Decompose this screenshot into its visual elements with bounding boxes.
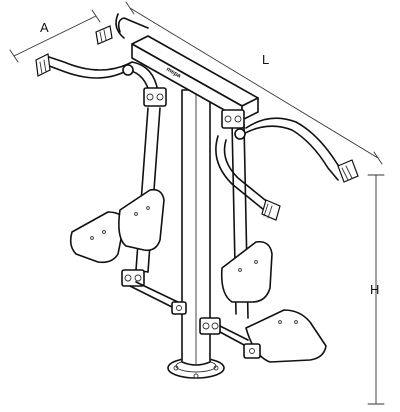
right-handlebar	[215, 117, 359, 221]
left-footplate	[69, 188, 165, 264]
right-footplate	[220, 240, 327, 363]
main-post	[181, 89, 211, 366]
dimension-label-l: L	[262, 52, 269, 67]
dimension-label-h: H	[370, 282, 379, 297]
dimension-lines	[9, 1, 385, 405]
dimension-label-a: A	[40, 20, 49, 35]
pivot-blocks	[143, 87, 245, 129]
left-handlebar	[35, 13, 159, 97]
lower-linkage	[121, 269, 261, 359]
